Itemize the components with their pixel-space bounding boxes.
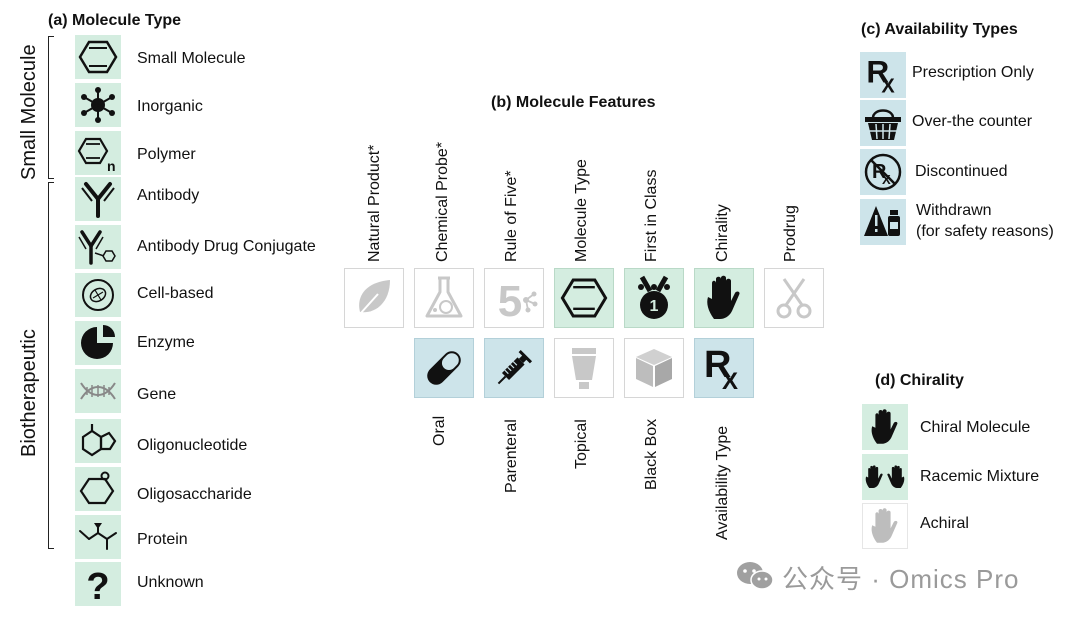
warning-bottle-icon: [860, 199, 906, 245]
svg-text:R: R: [704, 344, 731, 386]
tube-icon: [554, 338, 614, 398]
molecule-type-label: Oligonucleotide: [137, 437, 248, 454]
feature-label-rule-of-five: Rule of Five*: [503, 170, 520, 262]
availability-label: Withdrawn: [916, 202, 992, 219]
box-icon: [624, 338, 684, 398]
polymer-subscript: n: [107, 158, 116, 173]
panel-b-title: (b) Molecule Features: [491, 94, 656, 111]
feature-label-black-box: Black Box: [643, 418, 660, 490]
rule-of-five-icon: 5: [484, 268, 544, 328]
adc-icon: [75, 225, 121, 269]
svg-text:1: 1: [650, 298, 659, 315]
scissors-icon: [764, 268, 824, 328]
grey-hand-icon: [862, 503, 908, 549]
chirality-label: Chiral Molecule: [920, 419, 1031, 436]
antibody-icon: [75, 177, 121, 221]
feature-label-prodrug: Prodrug: [782, 205, 799, 262]
panel-c-title: (c) Availability Types: [861, 21, 1018, 38]
svg-text:R: R: [866, 54, 889, 90]
svg-text:5: 5: [498, 277, 522, 322]
chirality-label: Racemic Mixture: [920, 468, 1040, 485]
chirality-label: Achiral: [920, 515, 969, 532]
oligosaccharide-icon: [75, 467, 121, 511]
molecule-type-label: Protein: [137, 531, 188, 548]
benzene-icon: [75, 35, 121, 79]
basket-icon: [860, 100, 906, 146]
feature-label-chemical-probe: Chemical Probe*: [434, 141, 451, 262]
feature-label-first-in-class: First in Class: [643, 169, 660, 262]
benzene-icon: [554, 268, 614, 328]
molecule-type-label: Antibody Drug Conjugate: [137, 238, 316, 255]
feature-label-topical: Topical: [573, 419, 590, 469]
molecule-type-label: Gene: [137, 386, 177, 403]
polymer-icon: n: [75, 131, 121, 175]
availability-label: Discontinued: [915, 163, 1008, 180]
feature-label-natural-product: Natural Product*: [366, 144, 383, 262]
molecule-type-label: Oligosaccharide: [137, 486, 252, 503]
pill-icon: [414, 338, 474, 398]
protein-icon: [75, 515, 121, 559]
availability-label-sub: (for safety reasons): [916, 223, 1054, 240]
bracket-biotherapeutic: [48, 182, 54, 549]
panel-a-title: (a) Molecule Type: [48, 12, 182, 29]
wechat-icon: [735, 560, 775, 597]
molecule-type-label: Polymer: [137, 146, 196, 163]
group-label-small-molecule: Small Molecule: [18, 44, 40, 180]
question-icon: ?: [75, 562, 121, 606]
flask-icon: [414, 268, 474, 328]
gene-icon: [75, 369, 121, 413]
molecule-type-label: Small Molecule: [137, 50, 246, 67]
inorganic-icon: [75, 83, 121, 127]
leaf-icon: [344, 268, 404, 328]
molecule-type-label: Unknown: [137, 574, 204, 591]
hand-icon: [862, 404, 908, 450]
cell-icon: [75, 273, 121, 317]
svg-text:X: X: [722, 368, 738, 393]
feature-label-oral: Oral: [431, 415, 448, 446]
watermark-text: 公众号 · Omics Pro: [782, 564, 1020, 594]
molecule-type-label: Antibody: [137, 187, 200, 204]
molecule-type-label: Enzyme: [137, 334, 195, 351]
syringe-icon: [484, 338, 544, 398]
enzyme-icon: [75, 321, 121, 365]
feature-label-chirality: Chirality: [714, 204, 731, 262]
feature-label-parenteral: Parenteral: [503, 419, 520, 493]
svg-text:X: X: [882, 172, 891, 187]
medal-icon: 1: [624, 268, 684, 328]
availability-label: Prescription Only: [912, 64, 1034, 81]
bracket-small-molecule: [48, 36, 54, 179]
molecule-type-label: Inorganic: [137, 98, 203, 115]
oligonucleotide-icon: [75, 419, 121, 463]
svg-text:?: ?: [86, 566, 109, 604]
two-hands-icon: [862, 454, 908, 500]
group-label-biotherapeutic: Biotherapeutic: [18, 329, 40, 457]
feature-label-availability-type: Availability Type: [714, 425, 731, 540]
feature-label-molecule-type: Molecule Type: [573, 159, 590, 262]
svg-text:X: X: [881, 76, 895, 97]
availability-label: Over-the counter: [912, 113, 1033, 130]
panel-d-title: (d) Chirality: [875, 372, 964, 389]
hand-icon: [694, 268, 754, 328]
molecule-type-label: Cell-based: [137, 285, 214, 302]
